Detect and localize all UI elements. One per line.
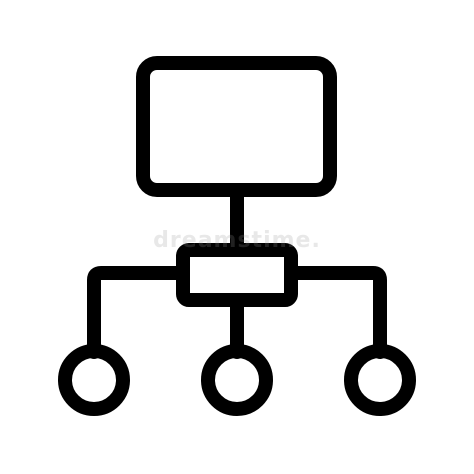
top-node-box <box>136 56 337 197</box>
middle-node-circle <box>201 344 273 416</box>
right-branch-line <box>284 266 387 359</box>
hub-box <box>176 243 298 307</box>
left-branch-line <box>87 266 190 359</box>
left-node-circle <box>58 344 130 416</box>
right-node-circle <box>344 344 416 416</box>
